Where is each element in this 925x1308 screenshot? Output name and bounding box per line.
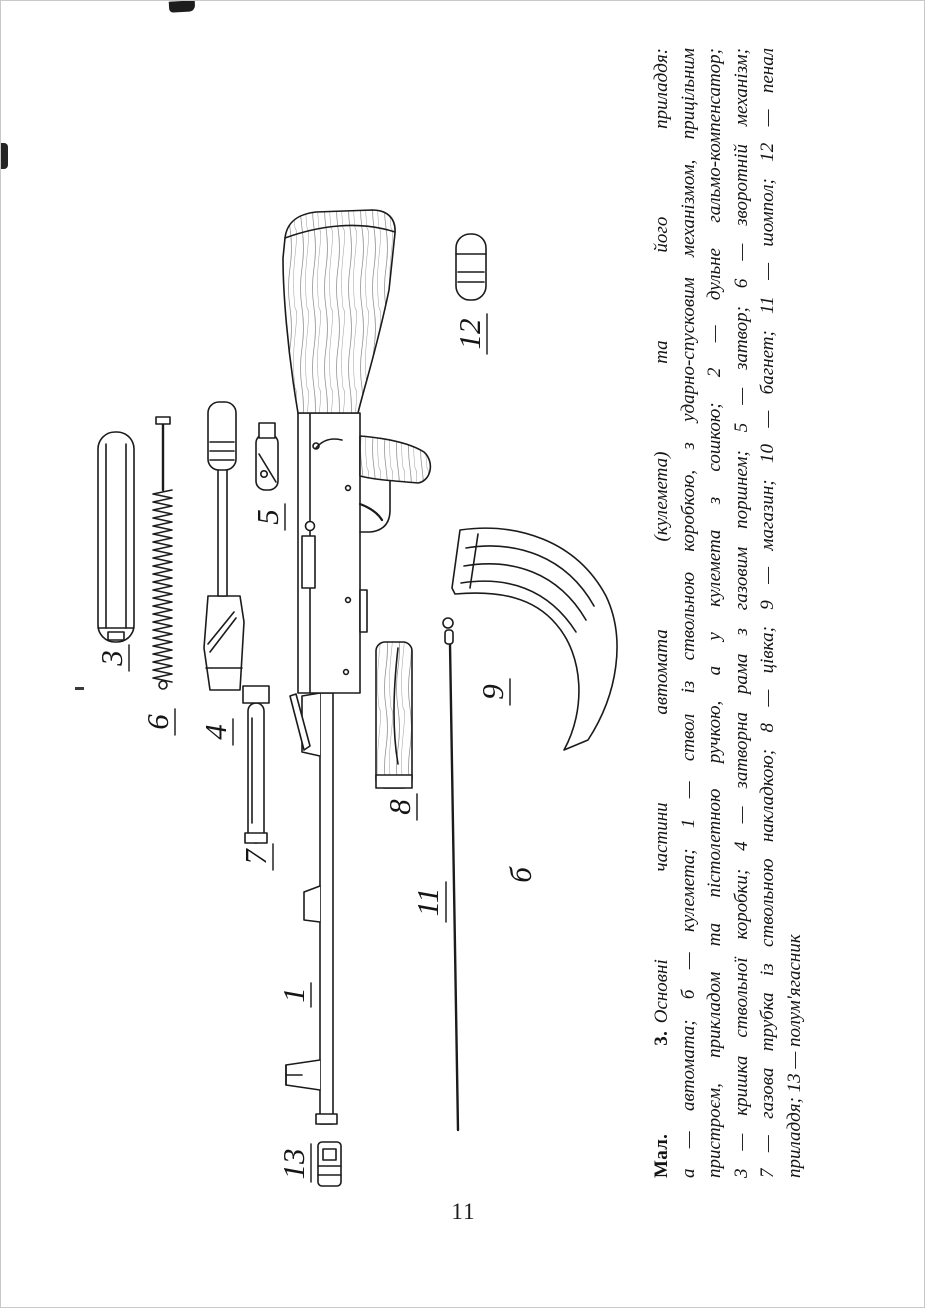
rifle-body-drawing — [282, 209, 432, 1125]
part-label-6: 6 — [140, 714, 175, 730]
page-number: 11 — [451, 1199, 476, 1224]
recoil-spring-drawing — [152, 416, 173, 690]
gas-tube-drawing — [242, 685, 270, 844]
rotated-figure-block: 3 6 4 5 12 1 7 8 — [58, 37, 868, 1189]
part-label-7: 7 — [238, 848, 273, 865]
part-label-12: 12 — [452, 319, 487, 350]
exploded-parts-figure: 3 6 4 5 12 1 7 8 — [94, 209, 618, 1187]
bolt-drawing — [255, 422, 279, 491]
dust-cover-drawing — [97, 431, 135, 643]
caption-line: пристроєм, прикладом та пістолетною ручк… — [704, 48, 725, 1178]
flash-hider-drawing — [317, 1141, 342, 1187]
part-label-11: 11 — [410, 888, 445, 917]
figure-caption: Мал. 3. Основні частини автомата (кулемет… — [649, 48, 808, 1178]
caption-figure-number: Мал. 3. — [651, 1030, 672, 1178]
caption-line: приладдя; 13 — полум'ягасник — [783, 934, 805, 1178]
part-label-5: 5 — [250, 509, 285, 525]
cleaning-rod-drawing — [442, 617, 460, 1132]
part-label-8: 8 — [382, 799, 417, 815]
caption-line: Мал. 3. Основні частини автомата (кулемет… — [649, 48, 676, 1178]
scan-artifact — [75, 687, 84, 690]
part-label-3: 3 — [94, 650, 129, 667]
part-label-1: 1 — [276, 987, 311, 1003]
part-label-9: 9 — [475, 684, 510, 700]
pencil-case-drawing — [455, 233, 487, 301]
figure-and-caption: 3 6 4 5 12 1 7 8 — [58, 38, 868, 1188]
caption-line: а — автомата; б — кулемета; 1 — ствол із… — [677, 48, 699, 1178]
part-labels: 3 6 4 5 12 1 7 8 — [94, 313, 538, 1183]
caption-title: Основні частини автомата (кулемета) та й… — [651, 48, 672, 1024]
part-label-b: б — [503, 866, 538, 883]
scan-artifact — [1, 143, 8, 169]
scan-artifact — [168, 1, 196, 13]
part-label-4: 4 — [198, 724, 233, 740]
magazine-drawing — [451, 527, 618, 751]
handguard-drawing — [375, 641, 413, 789]
bolt-carrier-drawing — [203, 401, 245, 691]
caption-line: 3 — кришка ствольної коробки; 4 — затвор… — [730, 48, 752, 1178]
caption-line: 7 — газова трубка із ствольною накладкою… — [757, 48, 778, 1178]
part-label-13: 13 — [276, 1149, 311, 1180]
